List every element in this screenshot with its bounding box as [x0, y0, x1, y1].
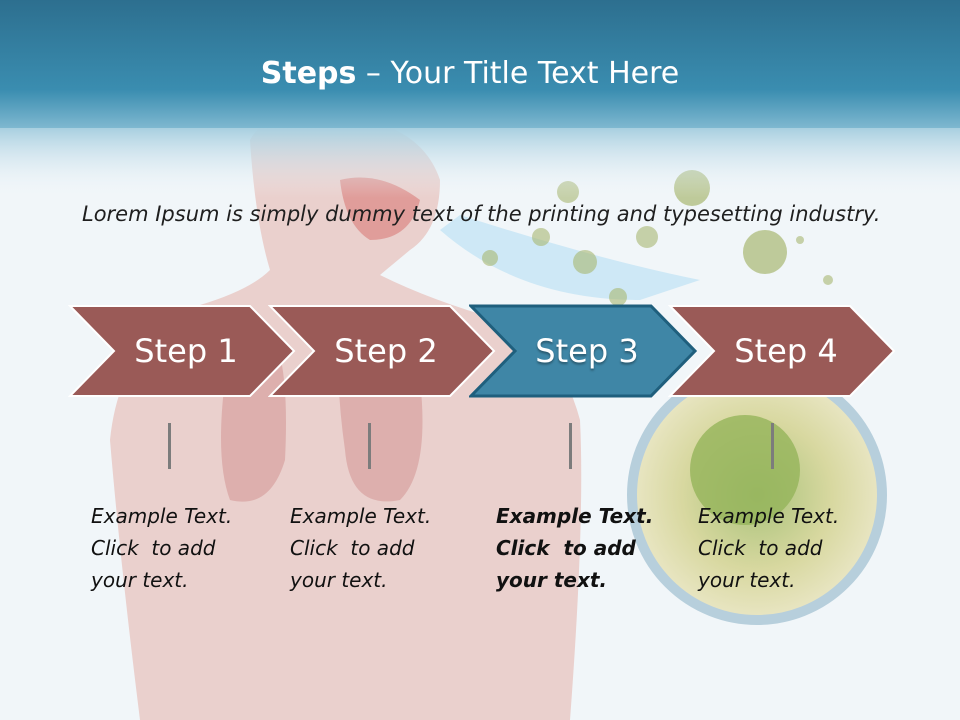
step-3-connector: [569, 423, 572, 469]
note-line: Example Text.: [290, 504, 432, 528]
step-1-chevron[interactable]: Step 1: [68, 304, 296, 398]
step-4-note[interactable]: Example Text. Click to add your text.: [698, 500, 868, 596]
note-line: your text.: [496, 568, 608, 592]
step-2-label: Step 2: [334, 332, 438, 370]
step-3-chevron[interactable]: Step 3: [469, 304, 697, 398]
step-1-note[interactable]: Example Text. Click to add your text.: [91, 500, 261, 596]
slide-title-rest: – Your Title Text Here: [356, 56, 680, 91]
step-3-note[interactable]: Example Text. Click to add your text.: [496, 500, 666, 596]
note-line: your text.: [91, 568, 189, 592]
note-line: your text.: [698, 568, 796, 592]
note-line: Click to add: [91, 536, 216, 560]
step-1-label: Step 1: [134, 332, 238, 370]
step-2-note[interactable]: Example Text. Click to add your text.: [290, 500, 460, 596]
note-line: Example Text.: [91, 504, 233, 528]
step-2-connector: [368, 423, 371, 469]
step-4-label: Step 4: [734, 332, 838, 370]
note-line: Click to add: [496, 536, 636, 560]
slide-title-bold: Steps: [260, 56, 357, 91]
step-3-label: Step 3: [535, 332, 639, 370]
note-line: your text.: [290, 568, 388, 592]
step-1-connector: [168, 423, 171, 469]
note-line: Example Text.: [698, 504, 840, 528]
chevron-shape: [469, 304, 697, 398]
note-line: Click to add: [698, 536, 823, 560]
step-2-chevron[interactable]: Step 2: [268, 304, 496, 398]
chevron-shape: [68, 305, 296, 397]
chevron-shape: [668, 305, 896, 397]
slide-title[interactable]: Steps – Your Title Text Here: [0, 56, 940, 91]
note-line: Click to add: [290, 536, 415, 560]
step-4-connector: [771, 423, 774, 469]
intro-text[interactable]: Lorem Ipsum is simply dummy text of the …: [82, 202, 881, 226]
note-line: Example Text.: [496, 504, 654, 528]
chevron-shape: [268, 305, 496, 397]
step-4-chevron[interactable]: Step 4: [668, 304, 896, 398]
